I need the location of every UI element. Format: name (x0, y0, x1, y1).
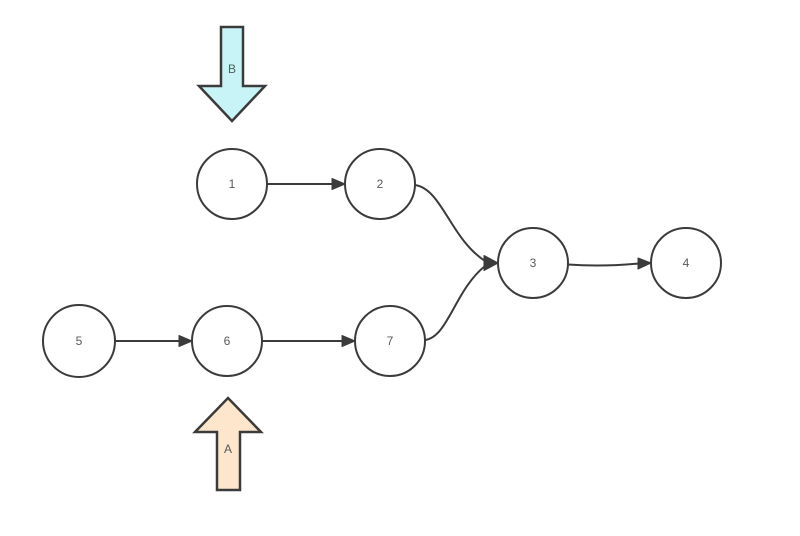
edge-into-3-arrowhead (483, 255, 499, 271)
node-6-circle[interactable] (191, 305, 263, 377)
edges-layer (114, 178, 652, 347)
node-3[interactable]: 3 (497, 227, 569, 299)
node-1-circle[interactable] (196, 148, 268, 220)
node-3-circle[interactable] (497, 227, 569, 299)
node-4-circle[interactable] (650, 227, 722, 299)
edge-2-3[interactable] (414, 184, 486, 262)
node-4[interactable]: 4 (650, 227, 722, 299)
block-arrow-a-shape[interactable] (192, 396, 264, 492)
node-2-label: 2 (377, 177, 384, 191)
node-7[interactable]: 7 (354, 305, 426, 377)
node-5[interactable]: 5 (42, 304, 116, 378)
node-3-label: 3 (530, 256, 537, 270)
block-arrow-b-shape[interactable] (196, 25, 268, 123)
node-5-label: 5 (76, 334, 83, 348)
block-arrow-b-label: B (228, 62, 236, 76)
node-1-label: 1 (229, 177, 236, 191)
edge-6-7-arrowhead (341, 335, 356, 347)
node-6-label: 6 (224, 334, 231, 348)
block-arrow-b[interactable]: B (196, 25, 268, 123)
nodes-layer: 1 2 3 4 5 6 7 (42, 148, 722, 378)
edge-7-3[interactable] (424, 265, 486, 341)
node-2[interactable]: 2 (344, 148, 416, 220)
node-5-circle[interactable] (42, 304, 116, 378)
edge-5-6-arrowhead (178, 335, 193, 347)
edge-3-4-arrowhead (637, 257, 652, 270)
block-arrow-a[interactable]: A (192, 396, 264, 492)
edge-3-4[interactable] (567, 262, 640, 267)
node-7-label: 7 (387, 334, 394, 348)
block-arrow-a-label: A (224, 442, 232, 456)
edge-1-2-arrowhead (331, 178, 346, 190)
node-2-circle[interactable] (344, 148, 416, 220)
node-1[interactable]: 1 (196, 148, 268, 220)
node-7-circle[interactable] (354, 305, 426, 377)
node-6[interactable]: 6 (191, 305, 263, 377)
node-4-label: 4 (683, 256, 690, 270)
